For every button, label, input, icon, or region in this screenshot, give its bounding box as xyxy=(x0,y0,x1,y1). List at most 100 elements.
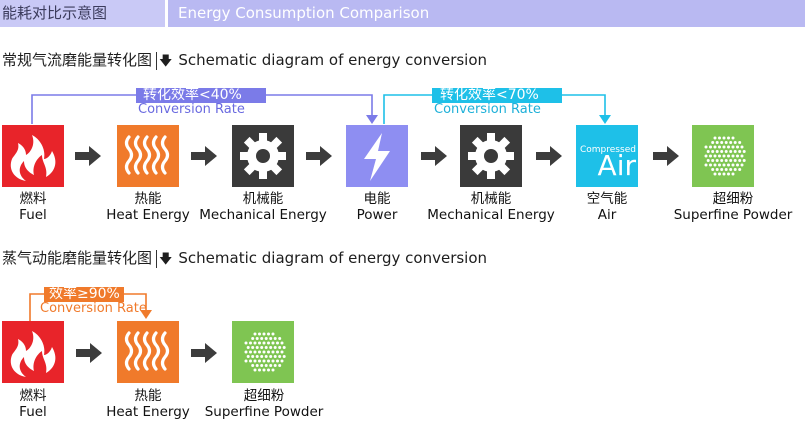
superfine-powder-box xyxy=(692,125,754,187)
powder-dot xyxy=(722,172,726,176)
node-label-cn: 机械能 xyxy=(470,191,512,207)
powder-dot xyxy=(727,145,730,149)
powder-dot xyxy=(733,159,737,162)
node-label-cn: 超细粉 xyxy=(243,388,285,404)
powder-dot xyxy=(253,341,257,345)
powder-dot xyxy=(258,368,261,372)
powder-dot xyxy=(276,341,279,345)
powder-dot xyxy=(715,141,719,144)
air-box: Compressed Air xyxy=(576,125,638,187)
powder-dot xyxy=(244,359,248,363)
powder-dot xyxy=(718,172,721,176)
powder-dot xyxy=(706,159,710,162)
mechanical-energy-box-2 xyxy=(460,125,522,187)
powder-dot xyxy=(720,150,724,153)
powder-dot xyxy=(729,168,733,171)
section1-title-cn: 常规气流磨能量转化图 xyxy=(2,51,153,69)
powder-dot xyxy=(713,163,717,167)
header-bar: 能耗对比示意图 Energy Consumption Comparison xyxy=(0,0,805,27)
powder-dot xyxy=(244,341,248,345)
rate3-label-bg xyxy=(44,287,124,302)
powder-dot xyxy=(269,346,273,349)
powder-dot xyxy=(278,364,282,367)
heat-waves-icon xyxy=(124,135,170,175)
node-label-en: Heat Energy xyxy=(106,404,190,420)
powder-dot xyxy=(278,337,282,340)
powder-dot xyxy=(258,359,261,363)
powder-dot xyxy=(722,136,726,140)
powder-dot xyxy=(711,141,715,144)
node-label-cn: 燃料 xyxy=(19,191,47,207)
node-label-cn: 热能 xyxy=(134,191,162,207)
gear-icon xyxy=(468,133,514,179)
powder-dot xyxy=(271,350,275,354)
powder-dot xyxy=(715,159,719,162)
powder-dot xyxy=(731,145,735,149)
node-label-en: Mechanical Energy xyxy=(427,207,555,223)
heat-energy-box xyxy=(117,125,179,187)
header-title-cn: 能耗对比示意图 xyxy=(0,0,165,27)
node-label-en: Superfine Powder xyxy=(204,404,324,420)
air-icon-text: Air xyxy=(597,149,636,182)
powder-dot xyxy=(715,168,719,171)
powder-dot xyxy=(720,168,724,171)
powder-dot xyxy=(269,355,273,358)
powder-dot xyxy=(251,355,255,358)
powder-dot xyxy=(249,350,252,354)
powder-dot xyxy=(258,332,261,336)
section1-title: 常规气流磨能量转化图🡇Schematic diagram of energy c… xyxy=(2,50,487,72)
node-label-cn: 超细粉 xyxy=(712,191,754,207)
powder-dot xyxy=(733,168,737,171)
node-label-en: Fuel xyxy=(19,207,47,223)
section1-title-en: Schematic diagram of energy conversion xyxy=(178,51,488,69)
powder-dot xyxy=(267,341,270,345)
powder-dot xyxy=(718,154,721,158)
node-label-cn: 电能 xyxy=(363,191,391,207)
compressed-air-icon-text: Compressed xyxy=(580,145,636,155)
rate1-arrowhead xyxy=(366,115,378,124)
flame-icon xyxy=(10,135,56,181)
flow-arrow xyxy=(75,146,101,166)
powder-dot xyxy=(260,364,264,367)
powder-dot xyxy=(260,337,264,340)
fuel-box xyxy=(2,125,64,187)
power-box xyxy=(346,125,408,187)
powder-dot xyxy=(704,154,708,158)
powder-dot xyxy=(713,172,717,176)
powder-dot xyxy=(727,163,730,167)
powder-dot xyxy=(246,346,250,349)
node-label-en: Air xyxy=(597,207,617,223)
node-label-cn: 热能 xyxy=(134,388,162,404)
powder-dot xyxy=(740,154,744,158)
powder-dot xyxy=(738,141,742,144)
powder-dot xyxy=(738,150,742,153)
powder-dot xyxy=(733,150,737,153)
powder-dot xyxy=(282,346,286,349)
powder-dot xyxy=(273,337,277,340)
powder-dot xyxy=(704,163,708,167)
powder-dot xyxy=(271,359,275,363)
down-arrow-icon: 🡇 xyxy=(159,252,173,267)
conversion-connectors xyxy=(31,88,611,124)
node-label-en: Heat Energy xyxy=(106,207,190,223)
powder-dot xyxy=(711,168,715,171)
powder-dot xyxy=(738,168,742,171)
powder-dot xyxy=(255,364,259,367)
mechanical-energy-box xyxy=(232,125,294,187)
powder-dot xyxy=(246,355,250,358)
rate1-label-cn: 转化效率<40% xyxy=(143,87,242,103)
node-label-en: Superfine Powder xyxy=(673,207,793,223)
divider xyxy=(156,51,158,70)
node-label-cn: 燃料 xyxy=(19,388,47,404)
powder-dot xyxy=(278,346,282,349)
rate1-label-bg xyxy=(136,88,266,103)
powder-dot xyxy=(271,341,275,345)
powder-dot xyxy=(273,364,277,367)
rate3-label-en: Conversion Rate xyxy=(40,301,147,316)
node-label-cn: 机械能 xyxy=(242,191,284,207)
heat-energy-box-2 xyxy=(117,321,179,383)
